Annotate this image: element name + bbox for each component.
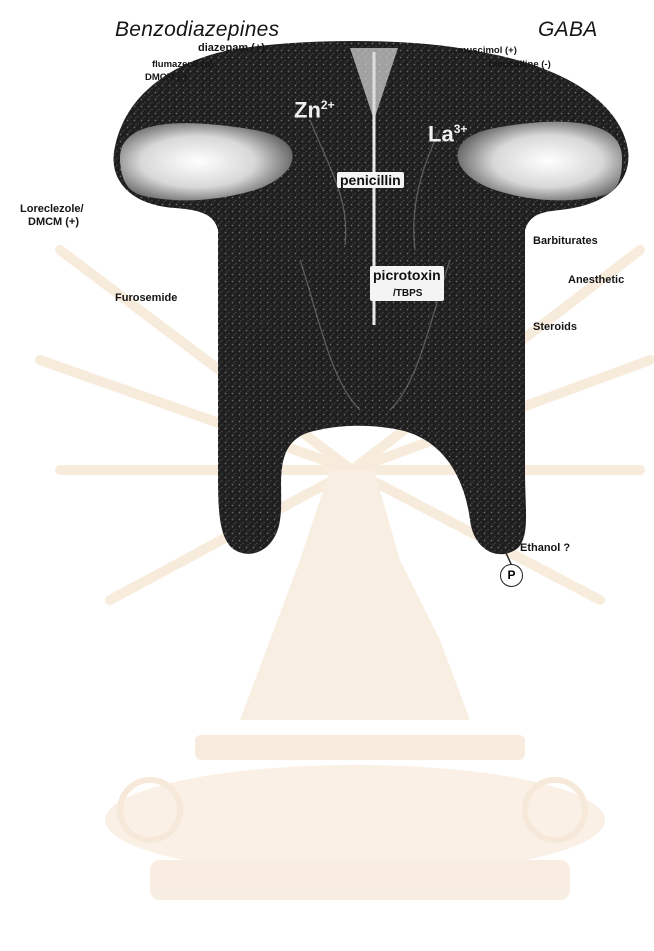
picrotoxin-text: picrotoxin (373, 267, 441, 283)
dmcm-negative-label: DMCM (-) (145, 73, 187, 83)
zinc-ion-label: Zn2+ (294, 99, 335, 121)
dmcm-positive-text: DMCM (+) (28, 216, 79, 228)
tbps-text: /TBPS (393, 288, 422, 299)
barbiturates-label: Barbiturates (533, 236, 598, 247)
bicuculline-label: bicuculline (-) (489, 60, 551, 70)
loreclezole-dmcm-label: Loreclezole/ DMCM (+) (20, 203, 84, 228)
phosphorylation-site-icon: P (500, 564, 523, 587)
gaba-heading: GABA (538, 19, 598, 40)
benzodiazepines-heading: Benzodiazepines (115, 19, 279, 40)
diazepam-label: diazepam (+) (198, 43, 265, 54)
steroids-label: Steroids (533, 322, 577, 333)
penicillin-site-label: penicillin (337, 172, 404, 188)
flumazenil-label: flumazenil (o) (152, 60, 213, 70)
loreclezole-text: Loreclezole/ (20, 203, 84, 215)
ethanol-label: Ethanol ? (520, 543, 570, 554)
muscimol-label: muscimol (+) (458, 46, 517, 56)
lanthanum-ion-label: La3+ (428, 123, 467, 145)
picrotoxin-site-label: picrotoxin /TBPS (370, 266, 444, 301)
anesthetic-label: Anesthetic (568, 275, 624, 286)
furosemide-label: Furosemide (115, 293, 177, 304)
